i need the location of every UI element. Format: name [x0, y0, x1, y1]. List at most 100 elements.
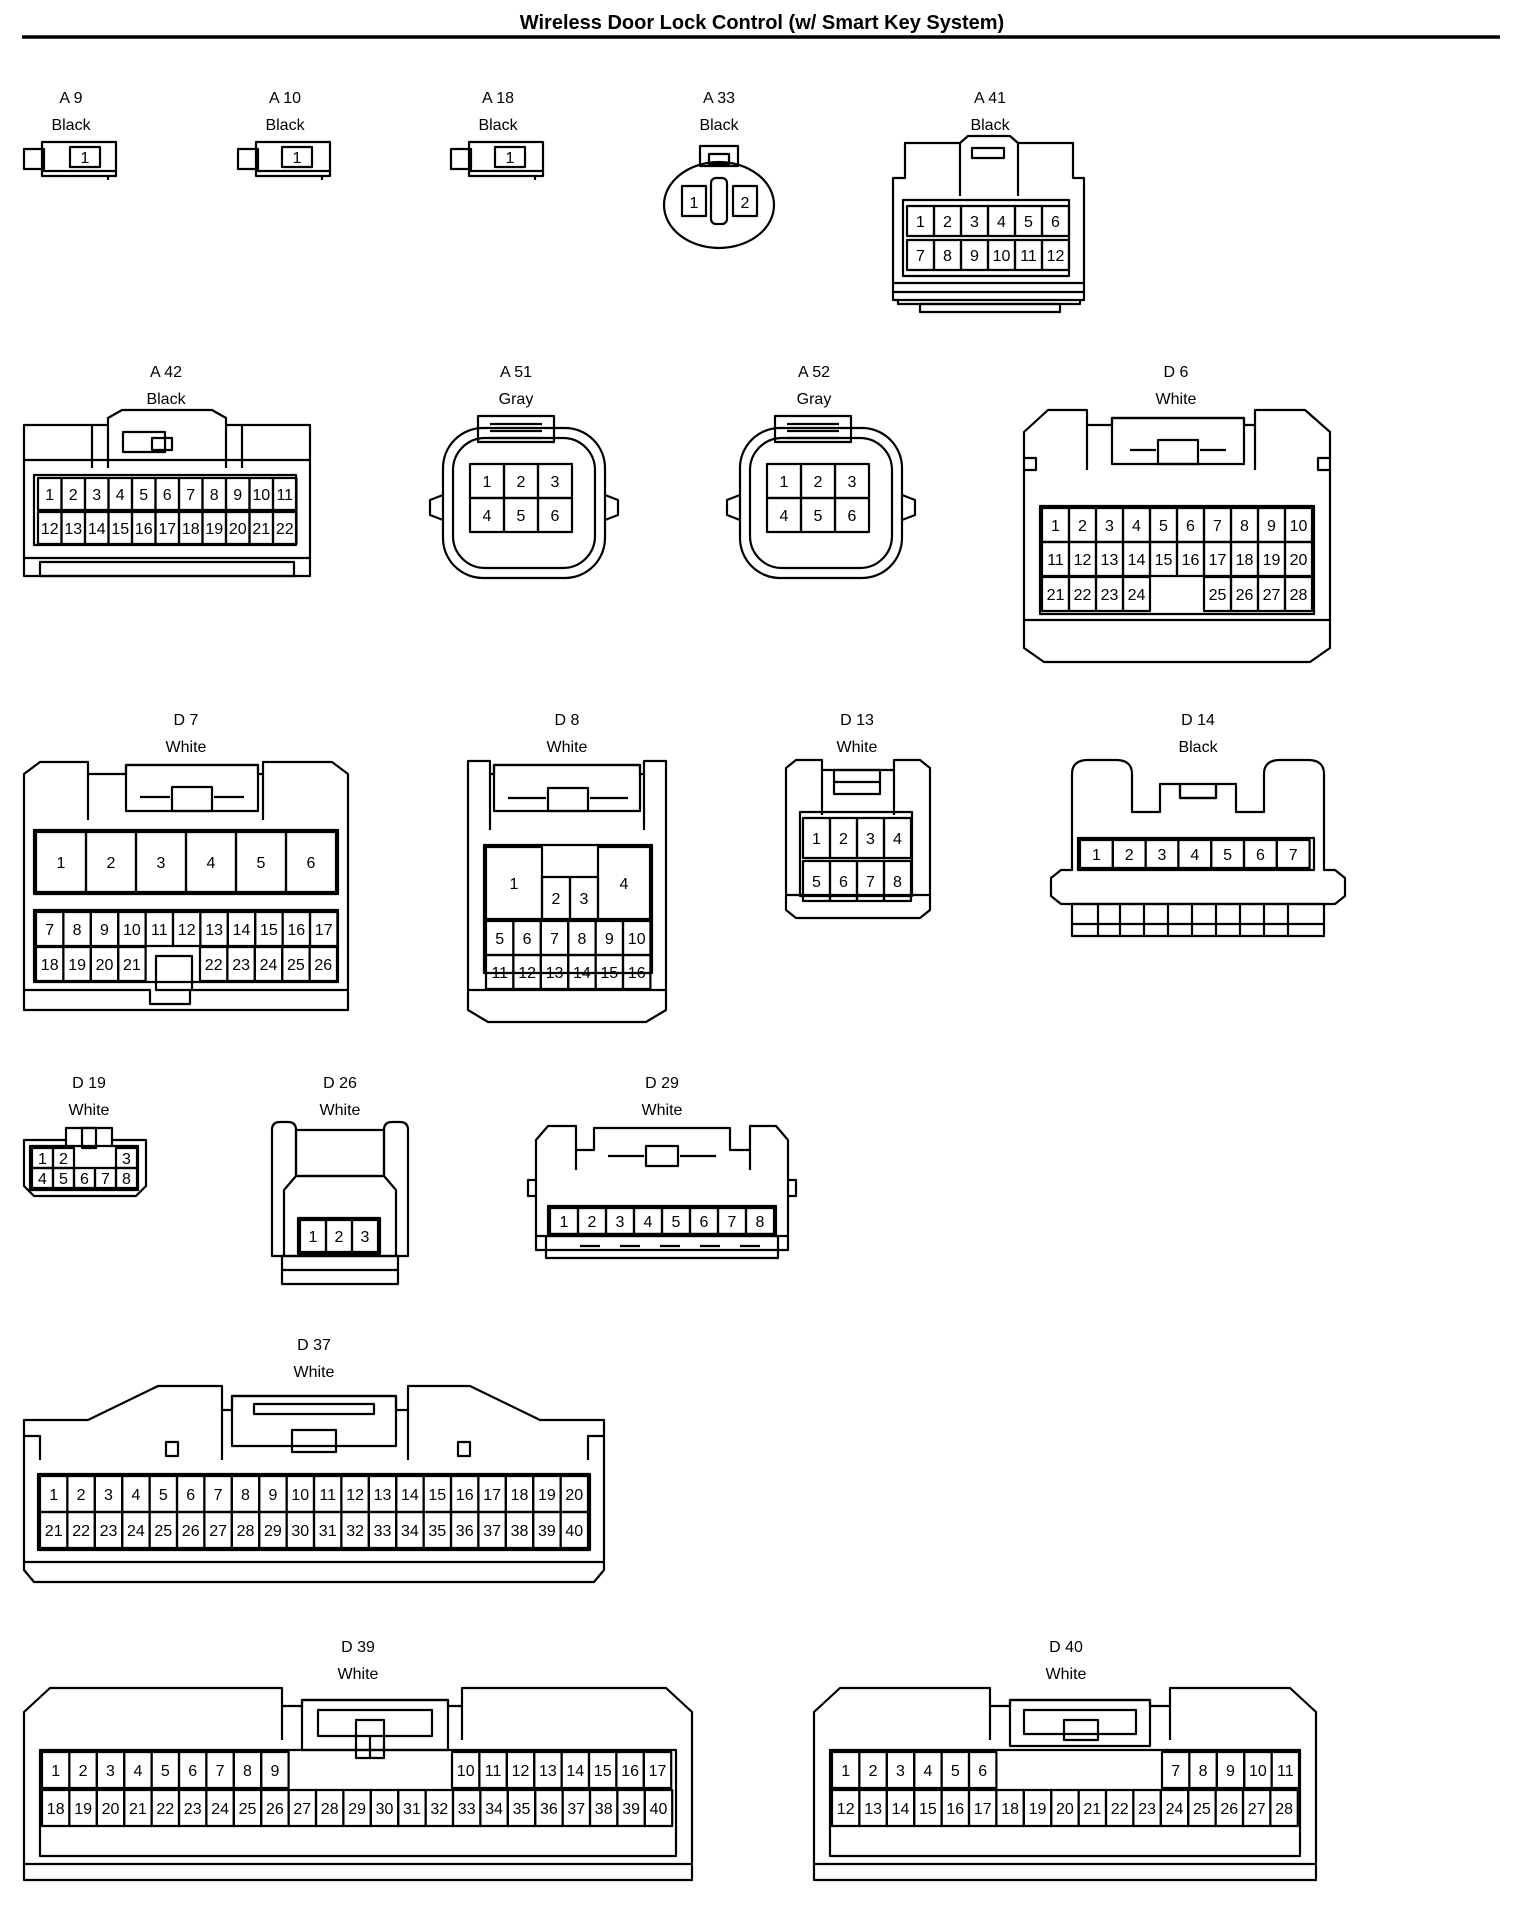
pin-cell — [1040, 204, 1071, 238]
connector-color: Black — [699, 117, 739, 134]
pin-cell — [114, 1166, 139, 1190]
pin-label: 2 — [588, 1214, 597, 1231]
pin-label: 32 — [430, 1801, 448, 1818]
pin-label: 10 — [291, 1487, 309, 1504]
pin-label: 19 — [68, 957, 86, 974]
pin-label: 26 — [266, 1801, 284, 1818]
pin-label: 6 — [80, 1171, 89, 1188]
pin-label: 31 — [319, 1523, 337, 1540]
pin-label: 3 — [616, 1214, 625, 1231]
pin-cell — [260, 1750, 290, 1790]
pin-label: 4 — [116, 487, 125, 504]
pin-label: 2 — [1125, 847, 1134, 864]
pin-label: 15 — [594, 1763, 612, 1780]
connector-a33: A 33 Black 1 2 — [662, 90, 776, 250]
pin-label: 2 — [59, 1151, 68, 1168]
connector-id: D 39 — [341, 1639, 375, 1656]
pin-label: 20 — [1290, 552, 1308, 569]
pin-label: 1 — [690, 195, 699, 212]
pin-cell — [350, 1218, 380, 1254]
pin-label: 2 — [814, 474, 823, 491]
pin-label: 3 — [970, 214, 979, 231]
pin-label: 15 — [600, 965, 618, 982]
connector-color: Black — [1178, 739, 1218, 756]
pin-label: 12 — [1074, 552, 1092, 569]
pin-label: 7 — [101, 1171, 110, 1188]
pin-label: 23 — [1138, 1801, 1156, 1818]
pin-label: 1 — [38, 1151, 47, 1168]
pin-label: 30 — [291, 1523, 309, 1540]
pin-label: 3 — [896, 1763, 905, 1780]
pin-label: 6 — [523, 931, 532, 948]
pin-label: 1 — [506, 150, 515, 167]
pin-label: 11 — [485, 1763, 502, 1780]
pin-label: 1 — [812, 831, 821, 848]
connector-color: White — [166, 739, 207, 756]
pin-label: 6 — [839, 874, 848, 891]
pin-label: 8 — [756, 1214, 765, 1231]
pin-label: 8 — [1199, 1763, 1208, 1780]
connector-id: D 40 — [1049, 1639, 1083, 1656]
connector-color: White — [547, 739, 588, 756]
pin-label: 15 — [1155, 552, 1173, 569]
pin-label: 9 — [1226, 1763, 1235, 1780]
pin-label: 1 — [49, 1487, 58, 1504]
pin-label: 25 — [154, 1523, 172, 1540]
pin-label: 40 — [565, 1523, 583, 1540]
pin-label: 4 — [1132, 518, 1141, 535]
pin-label: 8 — [893, 874, 902, 891]
pin-label: 6 — [848, 508, 857, 525]
connector-color: Black — [478, 117, 518, 134]
pin-label: 7 — [866, 874, 875, 891]
pin-label: 2 — [79, 1763, 88, 1780]
pin-label: 1 — [309, 1229, 318, 1246]
pin-label: 21 — [45, 1523, 63, 1540]
pin-label: 5 — [159, 1487, 168, 1504]
pin-cell — [1283, 575, 1314, 613]
pin-label: 29 — [348, 1801, 366, 1818]
pin-cell — [882, 816, 913, 860]
pin-cell — [1275, 838, 1311, 870]
pin-label: 4 — [38, 1171, 47, 1188]
connector-color: White — [69, 1102, 110, 1119]
pin-label: 2 — [741, 195, 750, 212]
pin-label: 26 — [1220, 1801, 1238, 1818]
pin-cell — [536, 496, 574, 534]
pin-cell — [596, 845, 652, 921]
pin-label: 22 — [1111, 1801, 1129, 1818]
pin-label: 28 — [321, 1801, 339, 1818]
pin-label: 1 — [841, 1763, 850, 1780]
pin-label: 26 — [182, 1523, 200, 1540]
connector-color: White — [338, 1666, 379, 1683]
pin-cell — [1270, 1750, 1301, 1790]
pin-label: 19 — [1263, 552, 1281, 569]
pin-label: 11 — [1047, 552, 1064, 569]
pin-label: 6 — [1256, 847, 1265, 864]
pin-label: 28 — [237, 1523, 255, 1540]
pin-label: 9 — [100, 922, 109, 939]
pin-label: 1 — [510, 876, 519, 893]
pin-label: 9 — [233, 487, 242, 504]
pin-cell — [882, 859, 913, 903]
connector-id: D 37 — [297, 1337, 331, 1354]
pin-label: 20 — [229, 521, 247, 538]
connector-color: Black — [51, 117, 91, 134]
pin-label: 2 — [107, 855, 116, 872]
pin-label: 27 — [293, 1801, 311, 1818]
pin-label: 23 — [100, 1523, 118, 1540]
pin-label: 5 — [59, 1171, 68, 1188]
pin-label: 25 — [239, 1801, 257, 1818]
pin-label: 8 — [577, 931, 586, 948]
pin-label: 16 — [621, 1763, 639, 1780]
pin-label: 25 — [1209, 587, 1227, 604]
pin-label: 31 — [403, 1801, 421, 1818]
